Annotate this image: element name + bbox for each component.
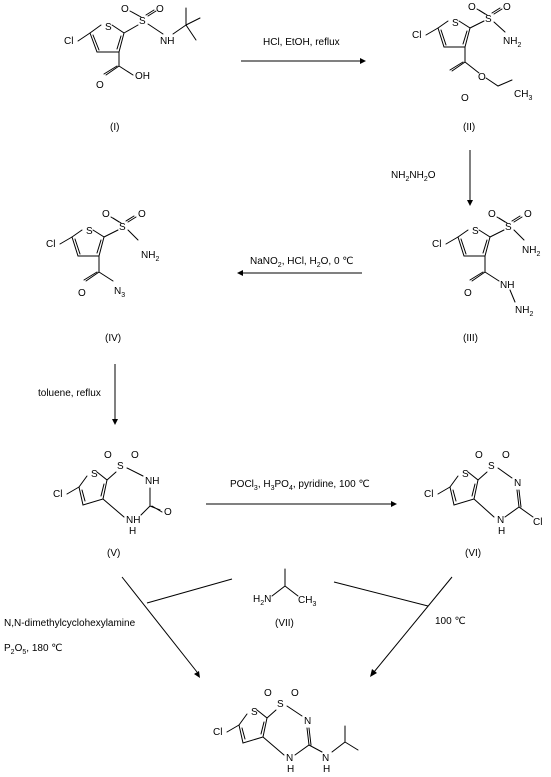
arrow-r2: NH2NH2O (391, 150, 473, 206)
atom-s-sulfonyl: S (139, 16, 146, 27)
atom-h2n: H2N (253, 594, 271, 607)
atom-cl: Cl (213, 727, 222, 738)
atom-nh-ring: NH (126, 515, 140, 526)
arrow-r4: toluene, reflux (38, 364, 118, 425)
condition-r5: POCl3, H3PO4, pyridine, 100 ℃ (230, 479, 370, 492)
atom-cl: Cl (412, 30, 421, 41)
atom-o-ester: O (478, 72, 486, 83)
atom-o: O (104, 450, 112, 461)
atom-s-ring: S (472, 226, 479, 237)
atom-o: O (131, 450, 139, 461)
condition-r6-line1: N,N-dimethylcyclohexylamine (4, 618, 136, 629)
atom-cl: Cl (432, 239, 441, 250)
atom-s-sulfonyl: S (485, 14, 492, 25)
atom-o: O (164, 507, 172, 518)
atom-o: O (291, 688, 299, 699)
atom-o: O (464, 288, 472, 299)
atom-o: O (475, 450, 483, 461)
atom-o: O (468, 2, 476, 13)
atom-nh-ring: N (286, 753, 293, 764)
atom-nh: NH (145, 476, 159, 487)
atom-h: H (323, 764, 330, 772)
compound-VII: H2N CH3 (VII) (253, 568, 316, 629)
atom-h: H (498, 526, 505, 537)
atom-nh2: NH2 (503, 36, 521, 49)
atom-o: O (502, 450, 510, 461)
atom-nh2: NH2 (522, 245, 540, 258)
atom-s-ring: S (105, 22, 112, 33)
compound-II: Cl S S O O NH2 O O CH3 (II) (412, 2, 532, 133)
arrow-r1: HCl, EtOH, reflux (241, 37, 366, 64)
atom-s-sulfonyl: S (505, 222, 512, 233)
atom-o: O (78, 288, 86, 299)
atom-nh: NH (160, 36, 174, 47)
atom-cl-2: Cl (533, 517, 542, 528)
arrow-r5: POCl3, H3PO4, pyridine, 100 ℃ (206, 479, 397, 507)
atom-s-ring: S (86, 226, 93, 237)
arrow-r3: NaNO2, HCl, H2O, 0 ℃ (237, 256, 362, 276)
atom-o: O (503, 2, 511, 13)
atom-n: N (304, 716, 311, 727)
atom-o: O (524, 209, 532, 220)
label-compound-I: (I) (110, 122, 119, 133)
arrow-r6: N,N-dimethylcyclohexylamine P2O5, 180 ℃ (4, 576, 233, 678)
atom-cl: Cl (424, 489, 433, 500)
label-compound-V: (V) (107, 548, 120, 559)
label-compound-II: (II) (463, 122, 475, 133)
atom-s-ring: S (452, 18, 459, 29)
atom-nh2-terminal: NH2 (515, 305, 533, 318)
atom-n: NH (500, 280, 514, 291)
condition-r7: 100 ℃ (435, 616, 466, 627)
label-compound-VI: (VI) (465, 548, 481, 559)
atom-nh-ring: N (497, 515, 504, 526)
atom-h: H (129, 526, 136, 537)
arrow-r7: 100 ℃ (333, 576, 466, 677)
atom-cl: Cl (53, 489, 62, 500)
atom-o: O (264, 688, 272, 699)
condition-r2: NH2NH2O (391, 170, 436, 183)
label-compound-III: (III) (463, 333, 478, 344)
atom-s-sulfonyl: S (277, 699, 284, 710)
atom-ch3: CH3 (514, 89, 532, 102)
atom-o: O (156, 4, 164, 15)
atom-s-sulfonyl: S (119, 222, 126, 233)
atom-n: N (514, 478, 521, 489)
atom-s-ring: S (251, 707, 258, 718)
label-compound-IV: (IV) (105, 333, 121, 344)
atom-o: O (102, 209, 110, 220)
atom-h: H (287, 764, 294, 772)
atom-s-sulfonyl: S (117, 461, 124, 472)
atom-oh: OH (135, 71, 150, 82)
atom-o: O (461, 93, 469, 104)
condition-r4: toluene, reflux (38, 388, 101, 399)
compound-VI: Cl S S O O N Cl N H (VI) (424, 450, 542, 559)
atom-o: O (121, 4, 129, 15)
atom-cl: Cl (46, 239, 55, 250)
compound-IV: Cl S S O O NH2 O N3 (IV) (46, 209, 159, 344)
condition-r1: HCl, EtOH, reflux (263, 37, 340, 48)
atom-nh2: NH2 (141, 250, 159, 263)
condition-r3: NaNO2, HCl, H2O, 0 ℃ (250, 256, 354, 269)
label-compound-VII: (VII) (275, 618, 294, 629)
compound-I: Cl S S O O NH O OH (I) (64, 4, 201, 133)
atom-nh-side: N (322, 753, 329, 764)
atom-o: O (96, 80, 104, 91)
atom-s-ring: S (462, 469, 469, 480)
compound-V: Cl S S O O NH O NH H (V) (53, 450, 172, 559)
atom-o: O (138, 209, 146, 220)
compound-III: Cl S S O O NH2 O NH NH2 (III) (432, 209, 540, 344)
atom-s-sulfonyl: S (488, 461, 495, 472)
compound-final-product: Cl S S O O N N H N H (213, 688, 359, 775)
atom-ch3: CH3 (298, 595, 316, 608)
atom-o: O (488, 209, 496, 220)
condition-r6-line2: P2O5, 180 ℃ (4, 643, 63, 656)
atom-n3: N3 (114, 286, 125, 299)
atom-cl: Cl (64, 36, 73, 47)
atom-s-ring: S (91, 469, 98, 480)
